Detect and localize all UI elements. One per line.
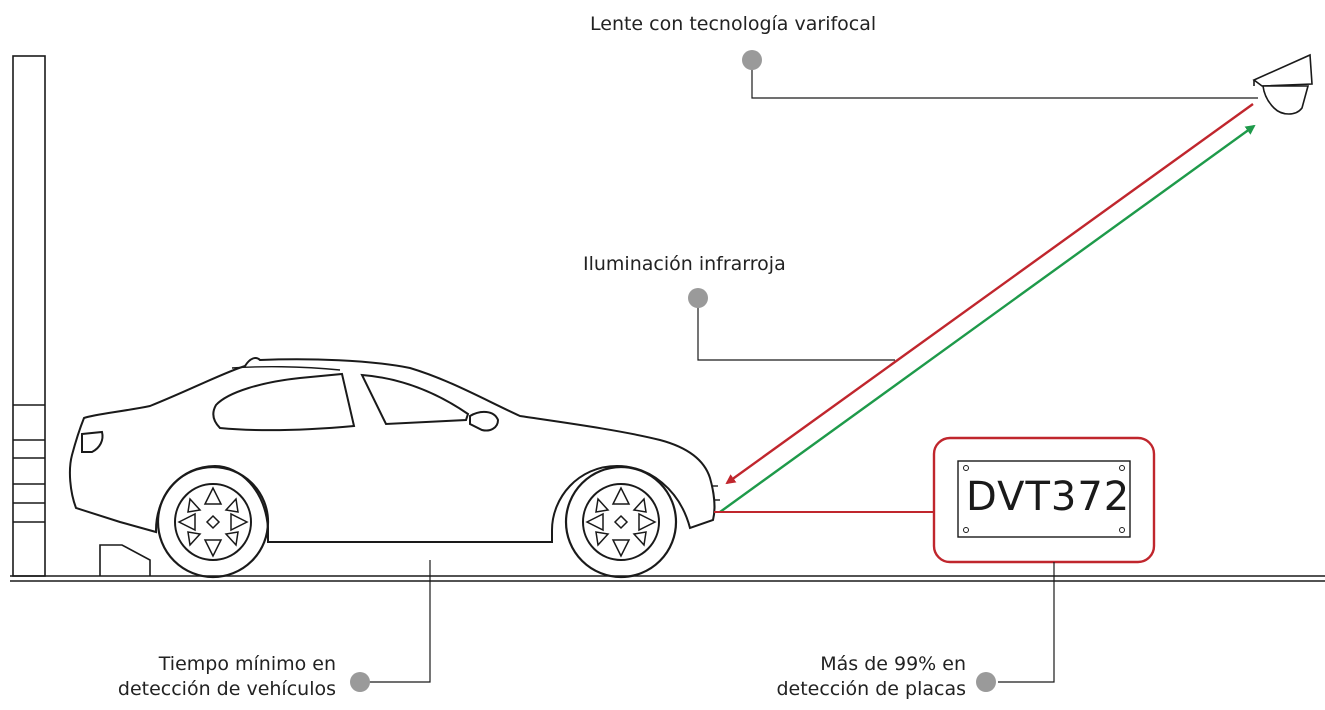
label-plate-rate: Más de 99% en detección de placas (776, 652, 966, 701)
callout-lines (368, 60, 1258, 683)
plate-number: DVT372 (966, 474, 1131, 520)
label-infrared: Iluminación infrarroja (583, 253, 786, 275)
label-vehicle-time-line2: detección de vehículos (117, 677, 336, 700)
label-lens: Lente con tecnología varifocal (590, 13, 877, 35)
ground-line (10, 575, 1325, 582)
car-icon (68, 357, 720, 579)
barrier-pillar-icon (12, 55, 46, 577)
wheel-stop-icon (99, 544, 151, 576)
label-plate-rate-line2: detección de placas (776, 677, 966, 700)
marker-dot-icon (742, 50, 762, 70)
camera-icon (1252, 53, 1313, 115)
infrared-ray-green (719, 124, 1256, 513)
infrared-ray-red (725, 103, 1254, 485)
marker-dot-icon (976, 672, 996, 692)
label-plate-rate-line1: Más de 99% en (820, 653, 966, 675)
label-vehicle-time-line1: Tiempo mínimo en (158, 653, 336, 675)
label-vehicle-time: Tiempo mínimo en detección de vehículos (118, 652, 336, 701)
marker-dot-icon (350, 672, 370, 692)
license-plate-icon (932, 436, 1156, 564)
marker-dot-icon (688, 288, 708, 308)
